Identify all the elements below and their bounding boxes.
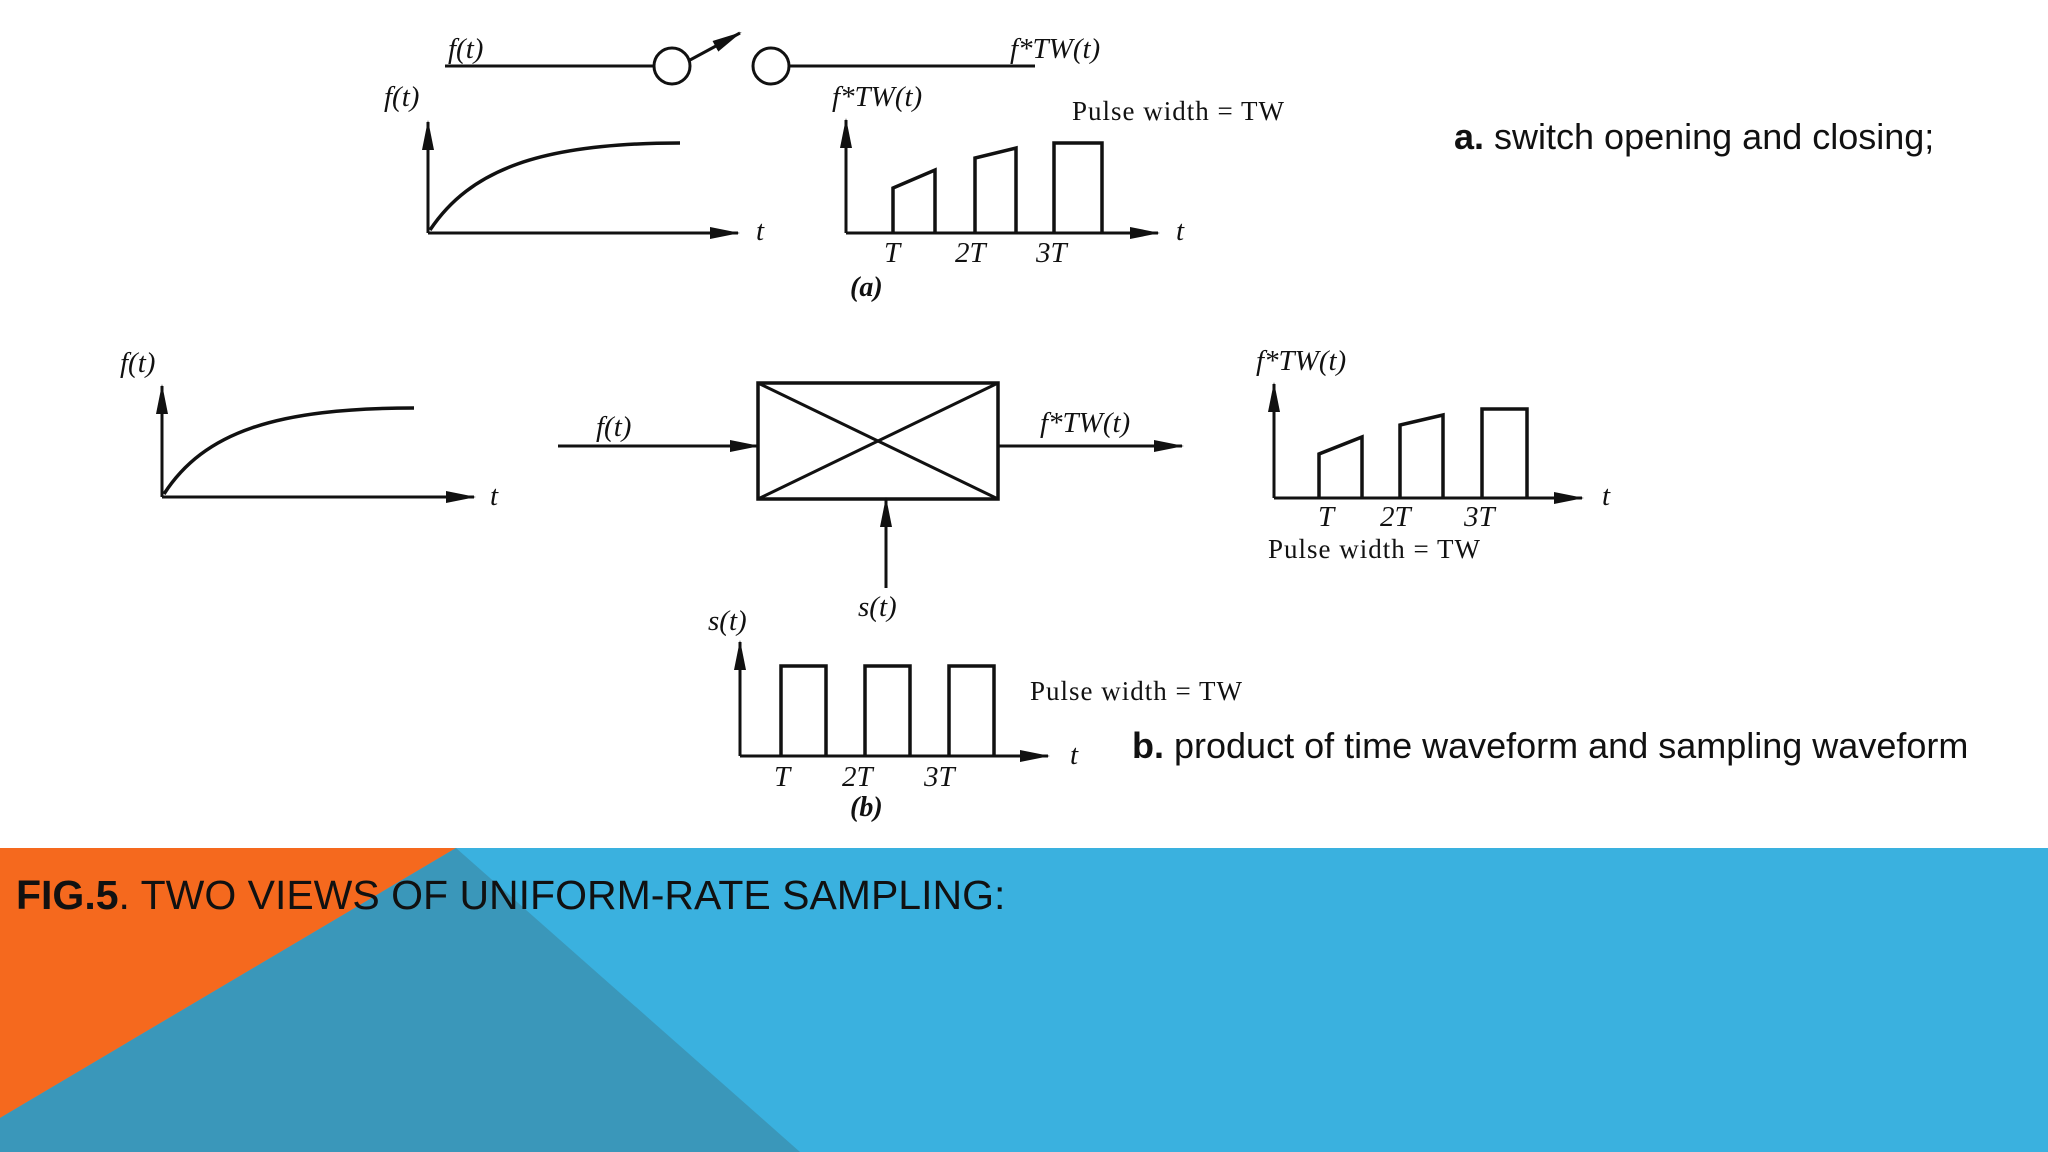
part-a-caption: (a): [850, 272, 883, 303]
figure-title-prefix: FIG.5: [16, 872, 119, 918]
part-b-output-pulse-width: Pulse width = TW: [1268, 534, 1481, 564]
sampling-tick-3: 3T: [923, 761, 957, 793]
figure-title: FIG.5. TWO VIEWS OF UNIFORM-RATE SAMPLIN…: [16, 872, 1005, 919]
part-a-tick-2: 2T: [955, 237, 988, 269]
part-b-output-tick-1: T: [1318, 501, 1336, 533]
multiplier-block: f(t) f*TW(t) s(t): [558, 381, 1184, 623]
input-curve: [428, 141, 681, 231]
figure-title-text: . TWO VIEWS OF UNIFORM-RATE SAMPLING:: [118, 872, 1006, 918]
part-b-input-curve: [162, 406, 415, 495]
part-a-input-plot: f(t) t: [384, 81, 765, 247]
part-b-input-plot: f(t) t: [120, 347, 499, 512]
sampling-ylabel: s(t): [708, 605, 747, 637]
note-b-prefix: b.: [1132, 725, 1164, 766]
part-b-sampled-pulse-1: [1317, 434, 1364, 498]
part-b-caption: (b): [850, 792, 883, 823]
sampling-waveform-plot: s(t) t T 2T 3T Pulse width = TW (b): [708, 605, 1243, 823]
note-a-prefix: a.: [1454, 116, 1485, 157]
switch-output-label: f*TW(t): [1010, 33, 1100, 65]
part-a-output-ylabel: f*TW(t): [832, 81, 922, 113]
switch-input-label: f(t): [448, 33, 483, 65]
sampled-pulse-1: [891, 167, 937, 233]
switch: f(t) f*TW(t): [445, 31, 1100, 86]
part-a-input-xlabel: t: [756, 215, 765, 247]
sampling-pulse-3: [947, 664, 996, 756]
sampling-tick-1: T: [774, 761, 792, 793]
sampling-xlabel: t: [1070, 739, 1079, 771]
sampling-input-label: s(t): [858, 591, 897, 623]
part-b-input-ylabel: f(t): [120, 347, 155, 379]
part-b-output-plot: f*TW(t) t T 2T 3T Pulse width = TW: [1256, 345, 1611, 564]
banner-dark-wedge: [0, 848, 800, 1152]
sampled-pulse-2: [973, 145, 1018, 233]
part-a: f(t) f*TW(t) f(t) t f*TW(t) t T: [384, 31, 1285, 303]
sampling-diagram: f(t) f*TW(t) f(t) t f*TW(t) t T: [120, 31, 1611, 823]
part-a-tick-1: T: [884, 237, 902, 269]
multiplier-output-label: f*TW(t): [1040, 407, 1130, 439]
part-a-input-ylabel: f(t): [384, 81, 419, 113]
part-b: f(t) t f(t) f*TW(t) s(t): [120, 345, 1611, 823]
sampling-pulse-2: [863, 664, 912, 756]
part-a-pulse-width: Pulse width = TW: [1072, 96, 1285, 126]
sampling-tick-2: 2T: [842, 761, 875, 793]
bottom-banner: [0, 848, 2048, 1152]
note-b-text: product of time waveform and sampling wa…: [1164, 725, 1969, 766]
part-b-output-tick-3: 3T: [1463, 501, 1497, 533]
part-a-output-xlabel: t: [1176, 215, 1185, 247]
note-a: a. switch opening and closing;: [1454, 116, 1934, 158]
part-a-output-plot: f*TW(t) t T 2T 3T Pulse width = TW (a): [832, 81, 1285, 303]
note-b: b. product of time waveform and sampling…: [1132, 725, 1968, 767]
part-a-tick-3: 3T: [1035, 237, 1069, 269]
part-b-input-xlabel: t: [490, 480, 499, 512]
part-b-output-tick-2: 2T: [1380, 501, 1413, 533]
switch-arm: [689, 31, 742, 62]
multiplier-input-label: f(t): [596, 411, 631, 443]
sampling-pulse-1: [779, 664, 828, 756]
note-a-text: switch opening and closing;: [1484, 116, 1935, 157]
part-b-sampled-pulse-2: [1398, 412, 1445, 498]
part-b-sampled-pulse-3: [1480, 407, 1529, 498]
part-b-output-xlabel: t: [1602, 480, 1611, 512]
sampled-pulse-3: [1052, 141, 1104, 233]
sampling-pulse-width: Pulse width = TW: [1030, 676, 1243, 706]
part-b-output-ylabel: f*TW(t): [1256, 345, 1346, 377]
